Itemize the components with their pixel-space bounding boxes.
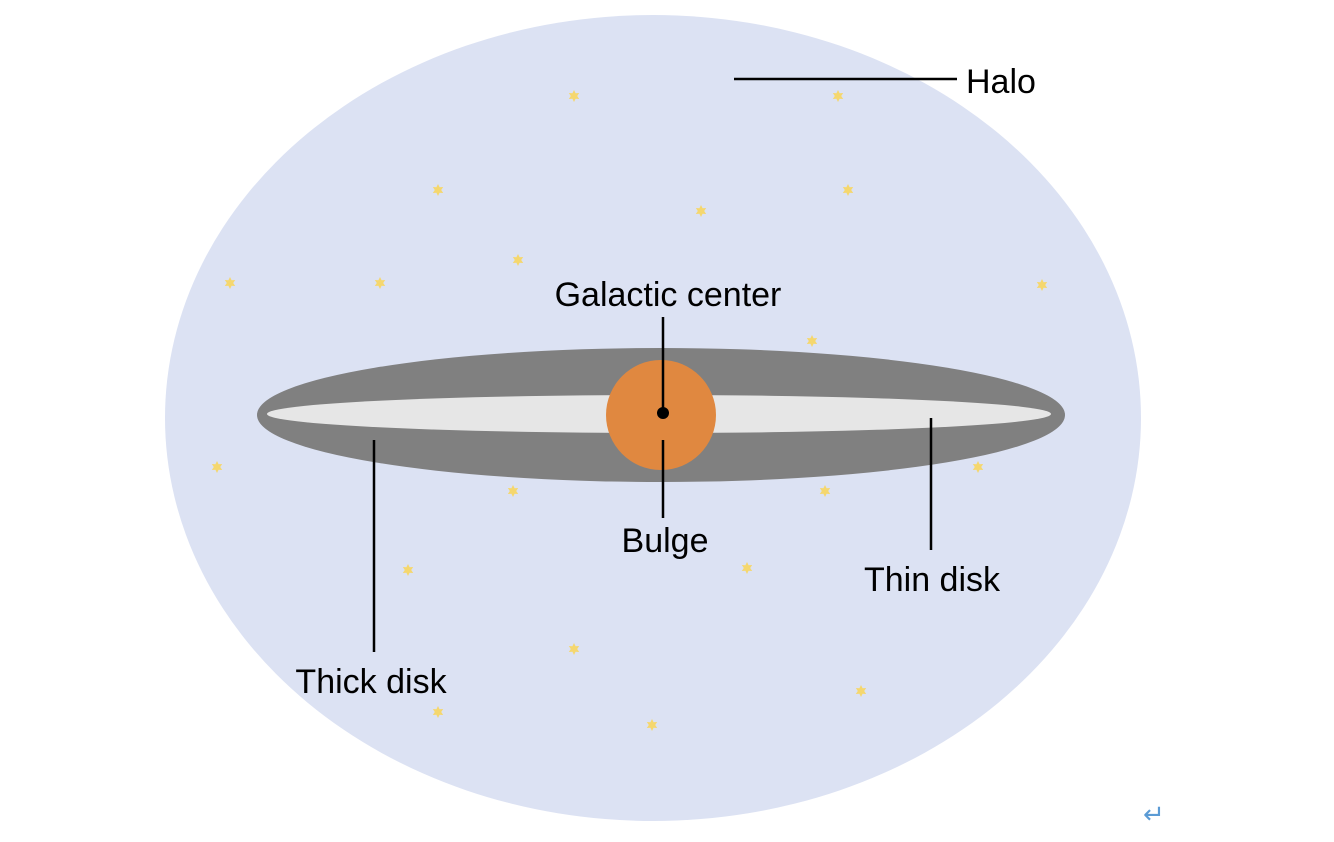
star-icon (832, 90, 844, 102)
star-icon (568, 643, 580, 655)
star-icon (646, 719, 658, 731)
star-icon (374, 277, 386, 289)
galactic-center-dot (657, 407, 669, 419)
star-icon (432, 706, 444, 718)
star-icon (855, 685, 867, 697)
star-icon (972, 461, 984, 473)
star-icon (568, 90, 580, 102)
galactic-center-label: Galactic center (555, 276, 782, 314)
star-icon (806, 335, 818, 347)
star-icon (211, 461, 223, 473)
star-icon (695, 205, 707, 217)
star-icon (507, 485, 519, 497)
star-icon (402, 564, 414, 576)
thin-disk-label: Thin disk (864, 561, 1001, 599)
star-icon (432, 184, 444, 196)
halo-label: Halo (966, 63, 1036, 101)
thick-disk-label: Thick disk (295, 663, 447, 701)
star-icon (842, 184, 854, 196)
star-icon (224, 277, 236, 289)
star-icon (1036, 279, 1048, 291)
star-icon (741, 562, 753, 574)
return-arrow-icon: ↵ (1143, 800, 1165, 830)
star-icon (512, 254, 524, 266)
bulge-label: Bulge (622, 522, 709, 560)
star-field (211, 90, 1048, 731)
star-icon (819, 485, 831, 497)
